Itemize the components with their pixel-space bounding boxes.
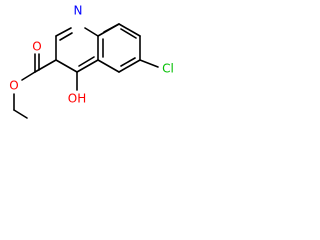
hydroxyl-label: OH [68, 92, 86, 106]
bond [76, 59, 99, 73]
bond [118, 23, 141, 37]
bond [97, 23, 120, 37]
bond [21, 71, 36, 81]
bond [120, 57, 136, 67]
bond [55, 27, 72, 37]
structure-diagram: N Cl OH O O [0, 0, 189, 148]
carbonyl-oxygen-label: O [32, 40, 41, 54]
chlorine-label: Cl [162, 62, 174, 76]
molecule-drawing: N Cl OH O O [9, 4, 174, 119]
bond [97, 59, 120, 73]
bond [59, 32, 73, 41]
bond [13, 109, 28, 119]
bond [84, 27, 99, 37]
ester-oxygen-label: O [9, 79, 18, 93]
bond [139, 59, 159, 68]
bond [118, 59, 141, 73]
ring-nitrogen-label: N [74, 4, 83, 18]
bond [55, 59, 78, 73]
bond [120, 28, 137, 39]
bond [34, 59, 57, 73]
bond [78, 56, 95, 67]
